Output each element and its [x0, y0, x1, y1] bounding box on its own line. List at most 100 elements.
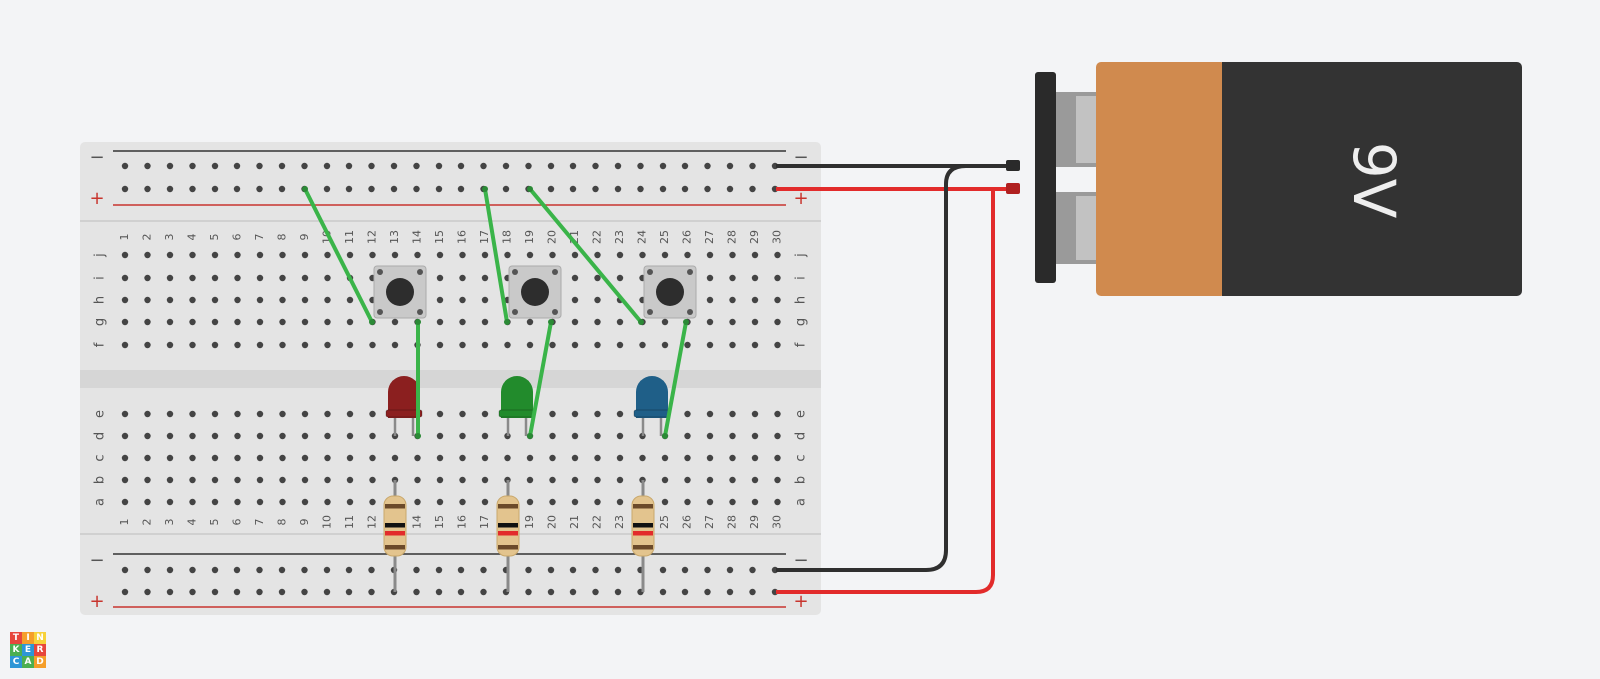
rail-hole[interactable]	[323, 185, 331, 193]
terminal-hole[interactable]	[684, 476, 691, 484]
rail-hole[interactable]	[614, 588, 622, 596]
terminal-hole[interactable]	[751, 274, 759, 282]
terminal-hole[interactable]	[256, 410, 264, 418]
terminal-hole[interactable]	[481, 410, 489, 418]
rail-hole[interactable]	[345, 588, 353, 596]
rail-hole[interactable]	[637, 185, 644, 193]
terminal-hole[interactable]	[121, 454, 129, 462]
terminal-hole[interactable]	[166, 274, 174, 282]
terminal-hole[interactable]	[481, 251, 489, 259]
terminal-hole[interactable]	[211, 296, 219, 304]
rail-hole[interactable]	[547, 162, 555, 170]
terminal-hole[interactable]	[706, 432, 714, 440]
terminal-hole[interactable]	[234, 341, 241, 349]
pushbutton-3[interactable]	[643, 265, 697, 319]
terminal-hole[interactable]	[279, 476, 286, 484]
terminal-hole[interactable]	[166, 251, 174, 259]
terminal-hole[interactable]	[436, 296, 444, 304]
terminal-hole[interactable]	[639, 251, 646, 259]
rail-hole[interactable]	[166, 588, 174, 596]
terminal-hole[interactable]	[121, 274, 129, 282]
terminal-hole[interactable]	[166, 318, 174, 326]
terminal-hole[interactable]	[774, 274, 781, 282]
terminal-hole[interactable]	[346, 410, 354, 418]
terminal-hole[interactable]	[301, 476, 309, 484]
rail-hole[interactable]	[659, 162, 667, 170]
terminal-hole[interactable]	[594, 410, 601, 418]
terminal-hole[interactable]	[751, 454, 759, 462]
jumper-wire-5[interactable]	[528, 187, 643, 324]
terminal-hole[interactable]	[279, 432, 286, 440]
terminal-hole[interactable]	[144, 318, 151, 326]
terminal-hole[interactable]	[481, 454, 489, 462]
terminal-hole[interactable]	[234, 296, 241, 304]
terminal-hole[interactable]	[346, 251, 354, 259]
rail-hole[interactable]	[547, 566, 555, 574]
jumper-wire-6[interactable]	[663, 320, 688, 438]
terminal-hole[interactable]	[436, 410, 444, 418]
terminal-hole[interactable]	[121, 341, 129, 349]
terminal-hole[interactable]	[639, 454, 646, 462]
rail-hole[interactable]	[233, 185, 241, 193]
terminal-hole[interactable]	[256, 476, 264, 484]
battery-positive-wire[interactable]	[776, 189, 995, 594]
terminal-hole[interactable]	[504, 454, 511, 462]
terminal-hole[interactable]	[234, 410, 241, 418]
terminal-hole[interactable]	[729, 251, 736, 259]
terminal-hole[interactable]	[751, 341, 759, 349]
rail-hole[interactable]	[301, 588, 308, 596]
terminal-hole[interactable]	[121, 318, 129, 326]
terminal-hole[interactable]	[729, 296, 736, 304]
terminal-hole[interactable]	[684, 341, 691, 349]
pushbutton-2[interactable]	[508, 265, 562, 319]
terminal-hole[interactable]	[346, 476, 354, 484]
rail-hole[interactable]	[457, 566, 465, 574]
terminal-hole[interactable]	[481, 498, 489, 506]
terminal-hole[interactable]	[526, 476, 534, 484]
terminal-hole[interactable]	[369, 476, 376, 484]
rail-hole[interactable]	[233, 566, 241, 574]
terminal-hole[interactable]	[211, 498, 219, 506]
terminal-hole[interactable]	[189, 251, 196, 259]
terminal-hole[interactable]	[211, 410, 219, 418]
terminal-hole[interactable]	[706, 251, 714, 259]
terminal-hole[interactable]	[234, 274, 241, 282]
terminal-hole[interactable]	[729, 410, 736, 418]
terminal-hole[interactable]	[774, 476, 781, 484]
terminal-hole[interactable]	[211, 251, 219, 259]
rail-hole[interactable]	[323, 588, 331, 596]
terminal-hole[interactable]	[549, 454, 556, 462]
terminal-hole[interactable]	[369, 410, 376, 418]
terminal-hole[interactable]	[279, 454, 286, 462]
terminal-hole[interactable]	[616, 274, 624, 282]
rail-hole[interactable]	[681, 566, 689, 574]
terminal-hole[interactable]	[166, 498, 174, 506]
terminal-hole[interactable]	[751, 498, 759, 506]
terminal-hole[interactable]	[459, 341, 466, 349]
terminal-hole[interactable]	[459, 318, 466, 326]
rail-hole[interactable]	[569, 185, 577, 193]
terminal-hole[interactable]	[459, 432, 466, 440]
rail-hole[interactable]	[480, 566, 487, 574]
terminal-hole[interactable]	[211, 341, 219, 349]
rail-hole[interactable]	[256, 185, 263, 193]
terminal-hole[interactable]	[436, 498, 444, 506]
terminal-hole[interactable]	[436, 251, 444, 259]
rail-hole[interactable]	[368, 162, 375, 170]
pushbutton-cap[interactable]	[656, 278, 684, 306]
breadboard[interactable]: − + − + − + − + 123456789101112131415161…	[80, 142, 821, 615]
terminal-hole[interactable]	[504, 251, 511, 259]
terminal-hole[interactable]	[234, 318, 241, 326]
terminal-hole[interactable]	[526, 341, 534, 349]
rail-hole[interactable]	[256, 162, 263, 170]
terminal-hole[interactable]	[594, 454, 601, 462]
rail-hole[interactable]	[121, 566, 129, 574]
terminal-hole[interactable]	[526, 251, 534, 259]
rail-hole[interactable]	[749, 162, 756, 170]
rail-hole[interactable]	[211, 185, 219, 193]
terminal-hole[interactable]	[189, 454, 196, 462]
terminal-hole[interactable]	[256, 251, 264, 259]
terminal-hole[interactable]	[481, 341, 489, 349]
terminal-hole[interactable]	[414, 251, 421, 259]
rail-hole[interactable]	[301, 162, 308, 170]
